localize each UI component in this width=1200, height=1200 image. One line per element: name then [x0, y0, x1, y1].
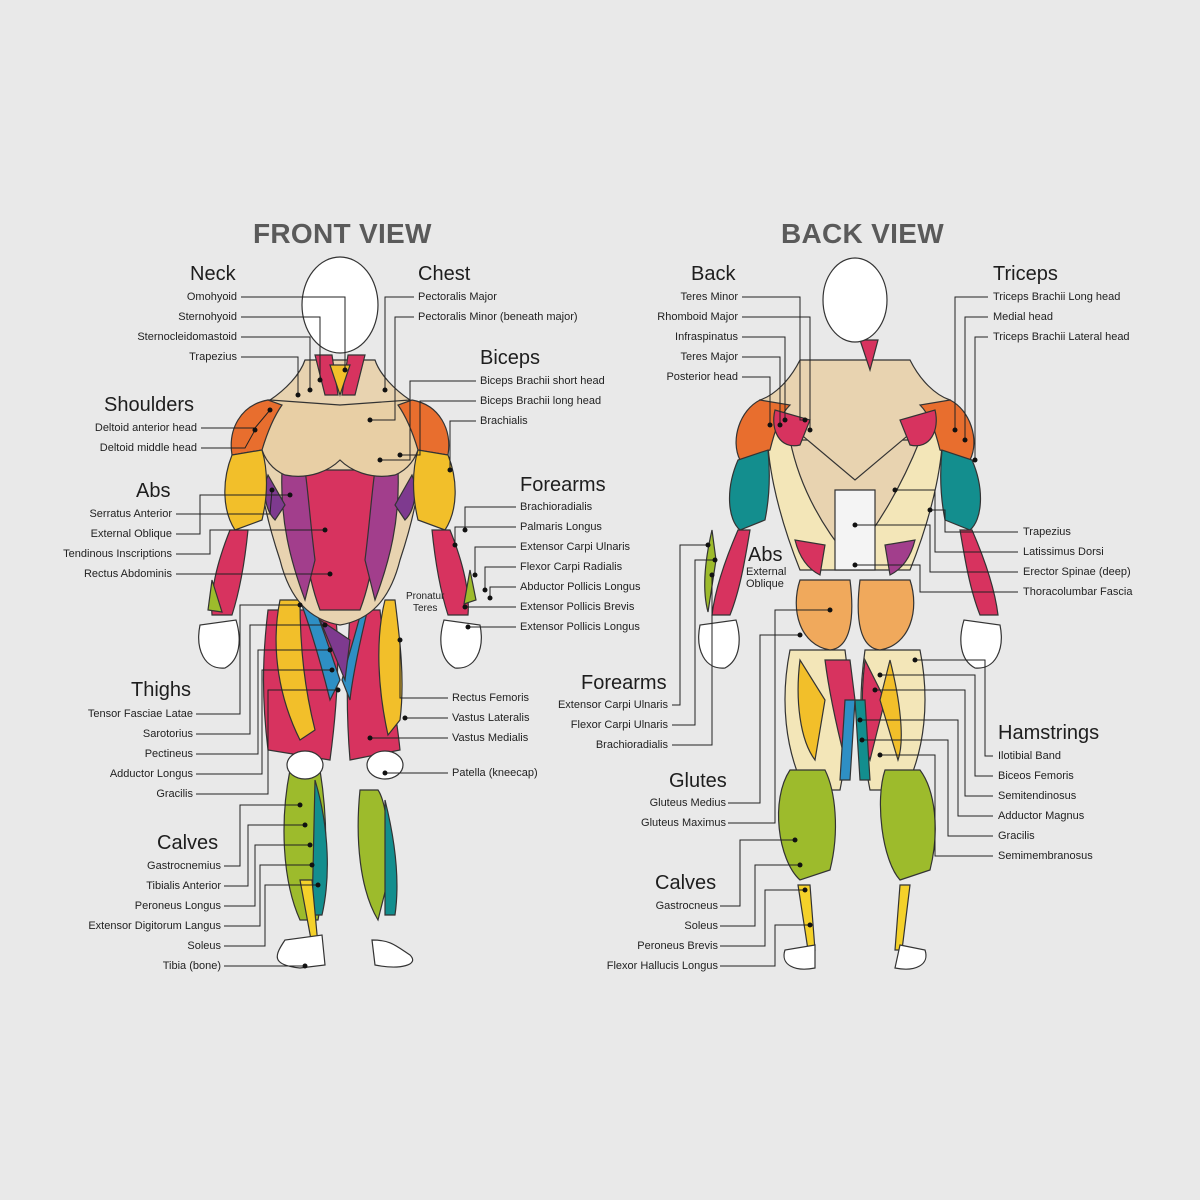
label-brachialis: Brachialis: [480, 415, 528, 427]
label-triceps-lateral-head: Triceps Brachii Lateral head: [993, 331, 1130, 343]
label-gracilis-front: Gracilis: [156, 788, 193, 800]
label-pronator-teres: Pronatur Teres: [406, 591, 444, 615]
label-vastus-lateralis: Vastus Lateralis: [452, 712, 530, 724]
label-gluteus-maximus: Gluteus Maximus: [641, 817, 726, 829]
label-palmaris-longus: Palmaris Longus: [520, 521, 602, 533]
label-tensor-fasciae-latae: Tensor Fasciae Latae: [87, 708, 193, 720]
label-erector-spinae: Erector Spinae (deep): [1023, 566, 1131, 578]
back-heading: Back: [691, 263, 736, 285]
label-brachioradialis-front: Brachioradialis: [520, 501, 593, 513]
label-vastus-medialis: Vastus Medialis: [452, 732, 529, 744]
label-omohyoid: Omohyoid: [186, 291, 237, 303]
external-oblique-line2: Oblique: [746, 578, 784, 590]
label-posterior-head: Posterior head: [666, 371, 738, 383]
abs-heading-back: Abs: [748, 544, 783, 566]
label-flexor-carpi-ulnaris: Flexor Carpi Ulnaris: [570, 719, 668, 731]
label-sartorius: Sarotorius: [142, 728, 193, 740]
label-pectoralis-minor: Pectoralis Minor (beneath major): [418, 311, 578, 323]
front-view-title: FRONT VIEW: [253, 218, 432, 249]
label-trapezius-front: Trapezius: [189, 351, 237, 363]
label-trapezius-back: Trapezius: [1023, 526, 1071, 538]
biceps-heading: Biceps: [480, 347, 541, 369]
label-tendinous-inscriptions: Tendinous Inscriptions: [63, 548, 172, 560]
label-pectoralis-major: Pectoralis Major: [418, 291, 497, 303]
label-rectus-femoris: Rectus Femoris: [452, 692, 530, 704]
label-tibia: Tibia (bone): [162, 960, 221, 972]
external-oblique-line1: External: [746, 566, 787, 578]
label-teres-minor: Teres Minor: [680, 291, 738, 303]
label-patella: Patella (kneecap): [452, 767, 538, 779]
label-gastrocnemius: Gastrocnemius: [147, 860, 221, 872]
pronator-line1: Pronatur: [406, 591, 445, 602]
triceps-heading: Triceps: [993, 263, 1058, 285]
shoulders-heading: Shoulders: [104, 394, 195, 416]
label-latissimus-dorsi: Latissimus Dorsi: [1023, 546, 1104, 558]
label-external-oblique: External Oblique: [90, 528, 172, 540]
label-medial-head: Medial head: [993, 311, 1053, 323]
label-pectineus: Pectineus: [144, 748, 193, 760]
label-serratus-anterior: Serratus Anterior: [89, 508, 172, 520]
pronator-line2: Teres: [412, 603, 438, 614]
calves-heading-back: Calves: [655, 872, 717, 894]
label-flexor-carpi-radialis: Flexor Carpi Radialis: [520, 561, 623, 573]
thighs-heading: Thighs: [131, 679, 192, 701]
label-deltoid-anterior: Deltoid anterior head: [94, 422, 197, 434]
label-flexor-hallucis-longus: Flexor Hallucis Longus: [606, 960, 718, 972]
label-biceps-short-head: Biceps Brachii short head: [480, 375, 605, 387]
neck-heading: Neck: [190, 263, 236, 285]
glutes-heading: Glutes: [669, 770, 727, 792]
label-tibialis-anterior: Tibialis Anterior: [146, 880, 221, 892]
label-peroneus-longus: Peroneus Longus: [134, 900, 221, 912]
label-adductor-magnus: Adductor Magnus: [998, 810, 1085, 822]
back-view-title: BACK VIEW: [781, 218, 944, 249]
calves-heading-front: Calves: [157, 832, 219, 854]
label-rectus-abdominis: Rectus Abdominis: [83, 568, 172, 580]
label-sternohyoid: Sternohyoid: [178, 311, 237, 323]
label-soleus-front: Soleus: [187, 940, 221, 952]
label-soleus-back: Soleus: [684, 920, 718, 932]
label-rhomboid-major: Rhomboid Major: [657, 311, 738, 323]
pointer-dots: [252, 367, 978, 969]
label-teres-major: Teres Major: [680, 351, 738, 363]
label-peroneus-brevis: Peroneus Brevis: [637, 940, 718, 952]
label-gastrocneus: Gastrocneus: [655, 900, 718, 912]
label-iliotibial-band: Ilotibial Band: [998, 750, 1061, 762]
label-gracilis-back: Gracilis: [998, 830, 1035, 842]
label-thoracolumbar-fascia: Thoracolumbar Fascia: [1023, 586, 1133, 598]
label-adductor-longus: Adductor Longus: [109, 768, 193, 780]
label-triceps-long-head: Triceps Brachii Long head: [993, 291, 1121, 303]
label-extensor-carpi-ulnaris-back: Extensor Carpi Ulnaris: [557, 699, 668, 711]
label-deltoid-middle: Deltoid middle head: [99, 442, 197, 454]
label-sternocleidomastoid: Sternocleidomastoid: [137, 331, 237, 343]
label-abductor-pollicis-longus: Abductor Pollicis Longus: [520, 581, 641, 593]
label-semitendinosus: Semitendinosus: [998, 790, 1077, 802]
label-gluteus-medius: Gluteus Medius: [649, 797, 726, 809]
label-infraspinatus: Infraspinatus: [675, 331, 738, 343]
label-external-oblique-back: External Oblique: [746, 566, 786, 590]
label-semimembranosus: Semimembranosus: [998, 850, 1093, 862]
chest-heading: Chest: [418, 263, 471, 285]
label-extensor-pollicis-brevis: Extensor Pollicis Brevis: [520, 601, 635, 613]
label-extensor-carpi-ulnaris-front: Extensor Carpi Ulnaris: [520, 541, 631, 553]
forearms-heading-back: Forearms: [581, 672, 667, 694]
label-biceps-femoris: Biceos Femoris: [998, 770, 1074, 782]
abs-heading-front: Abs: [136, 480, 171, 502]
forearms-heading-front: Forearms: [520, 474, 606, 496]
label-extensor-pollicis-longus: Extensor Pollicis Longus: [520, 621, 640, 633]
label-biceps-long-head: Biceps Brachii long head: [480, 395, 602, 407]
back-figure: [698, 257, 1002, 970]
label-extensor-digitorum: Extensor Digitorum Langus: [88, 920, 221, 932]
label-brachioradialis-back: Brachioradialis: [595, 739, 668, 751]
hamstrings-heading: Hamstrings: [998, 722, 1100, 744]
leader-lines: [176, 296, 1018, 967]
